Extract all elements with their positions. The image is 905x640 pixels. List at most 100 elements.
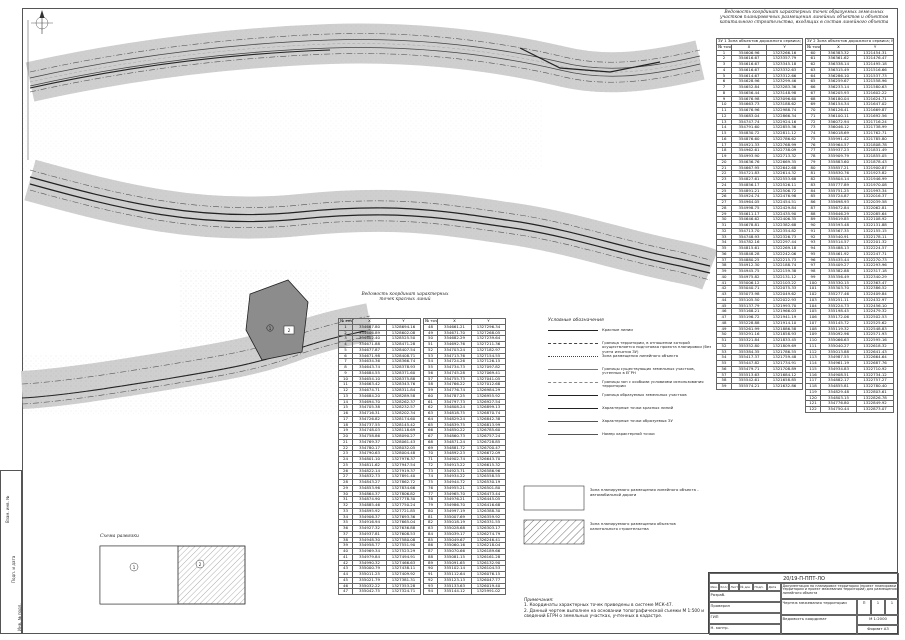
- coord-y: 1322178.11: [855, 233, 895, 241]
- coord-y: 1321993.34: [855, 187, 895, 195]
- coord-y: 1326359.92: [471, 513, 506, 521]
- stamp-role: Разраб.: [709, 591, 781, 602]
- coord-y: 1322526.11: [765, 181, 804, 189]
- coord-y: 1326019.40: [471, 582, 506, 590]
- coord-y: 1326076.15: [471, 571, 506, 578]
- legend-box-empty: [523, 485, 585, 511]
- coord-y: 1322454.51: [765, 199, 804, 206]
- legend-title: Условные обозначения: [548, 318, 604, 323]
- right-table-left: ЗУ 1 Зона объектов дорожного сервиса; МС…: [715, 38, 804, 390]
- coord-y: 1322016.37: [855, 193, 895, 200]
- stamp-col-head: Лист: [729, 583, 739, 591]
- coord-y: 1327466.63: [386, 559, 421, 567]
- stamp-sheet-title-1: Чертеж межевания территории: [781, 599, 857, 615]
- coord-y: 1326303.17: [471, 525, 506, 532]
- legend-item: Характерные точки образуемых ЗУ: [548, 418, 713, 427]
- col-num: № точки: [716, 43, 732, 51]
- coord-y: 1323266.16: [765, 49, 804, 57]
- col-num: № точки: [423, 318, 438, 325]
- col-num: № точки: [805, 43, 821, 51]
- coord-y: 1322476.98: [765, 193, 804, 200]
- coord-y: 1326161.28: [471, 553, 506, 561]
- coord-y: 1321878.43: [855, 158, 895, 166]
- coord-y: 1322224.57: [855, 245, 895, 252]
- coord-y: 1321632.86: [765, 383, 804, 390]
- coord-y: 1327324.71: [386, 588, 421, 595]
- coord-y: 1326331.55: [471, 519, 506, 526]
- legend-item: Красные линии: [548, 327, 713, 336]
- legend-symbol: [548, 421, 598, 426]
- coord-y: 1321900.87: [855, 164, 895, 172]
- coord-y: 1321946.99: [855, 176, 895, 183]
- legend-item: Номер характерной точки: [548, 431, 713, 440]
- coord-y: 1326104.53: [471, 565, 506, 572]
- notes-line-1: 1. Координаты характерных точек приведен…: [524, 603, 674, 609]
- coord-y: 1322642.68: [765, 164, 804, 172]
- hatch-legend-2: Зона планируемого размещения объектов ка…: [590, 521, 676, 531]
- coord-y: 1327580.08: [386, 536, 421, 544]
- lower-table-b: № точки X Y 48354661.211327296.344935467…: [423, 318, 506, 595]
- coord-y: 1327438.11: [386, 565, 421, 572]
- coord-y: 1322155.15: [855, 227, 895, 235]
- coord-y: 1322406.35: [765, 216, 804, 223]
- coord-y: 1322855.36: [765, 124, 804, 131]
- legend-label: Характерные точки красных линий: [602, 405, 674, 410]
- coord-y: 1321970.08: [855, 181, 895, 189]
- coord-y: 1322108.92: [855, 216, 895, 223]
- coord-y: 1322039.58: [855, 199, 895, 206]
- coord-y: 1321923.82: [855, 170, 895, 177]
- coord-y: 1322614.32: [765, 170, 804, 177]
- coord-y: 1322435.90: [765, 210, 804, 218]
- legend-item: Границы существующих земельных участков,…: [548, 366, 713, 376]
- stamp-col-head: № док: [739, 583, 753, 591]
- stamp-scale: М 1:2000: [857, 615, 899, 625]
- title-stamp: 20/19-П-ППТ-ЛО Документация по планировк…: [708, 572, 899, 635]
- sidebar-cell-1: Взам. инв. №: [5, 495, 10, 523]
- stamp-sheet-title-2: Ведомость координат: [781, 615, 857, 635]
- stamp-role: ГИП: [709, 613, 781, 624]
- coord-y: 1321785.80: [855, 135, 895, 143]
- point-number: 47: [338, 588, 353, 595]
- coord-y: 1322201.32: [855, 239, 895, 246]
- coord-x: 355042.75: [352, 588, 387, 595]
- coord-y: 1327494.91: [386, 553, 421, 561]
- legend-label: Границы существующих земельных участков,…: [602, 366, 695, 376]
- right-table-right-header: ЗУ 2 Зона объектов дорожного сервиса; МС…: [804, 38, 895, 45]
- right-table-title: Ведомость координат характерных точек об…: [719, 10, 889, 26]
- legend-symbol: [548, 395, 598, 400]
- col-y: Y: [765, 43, 804, 51]
